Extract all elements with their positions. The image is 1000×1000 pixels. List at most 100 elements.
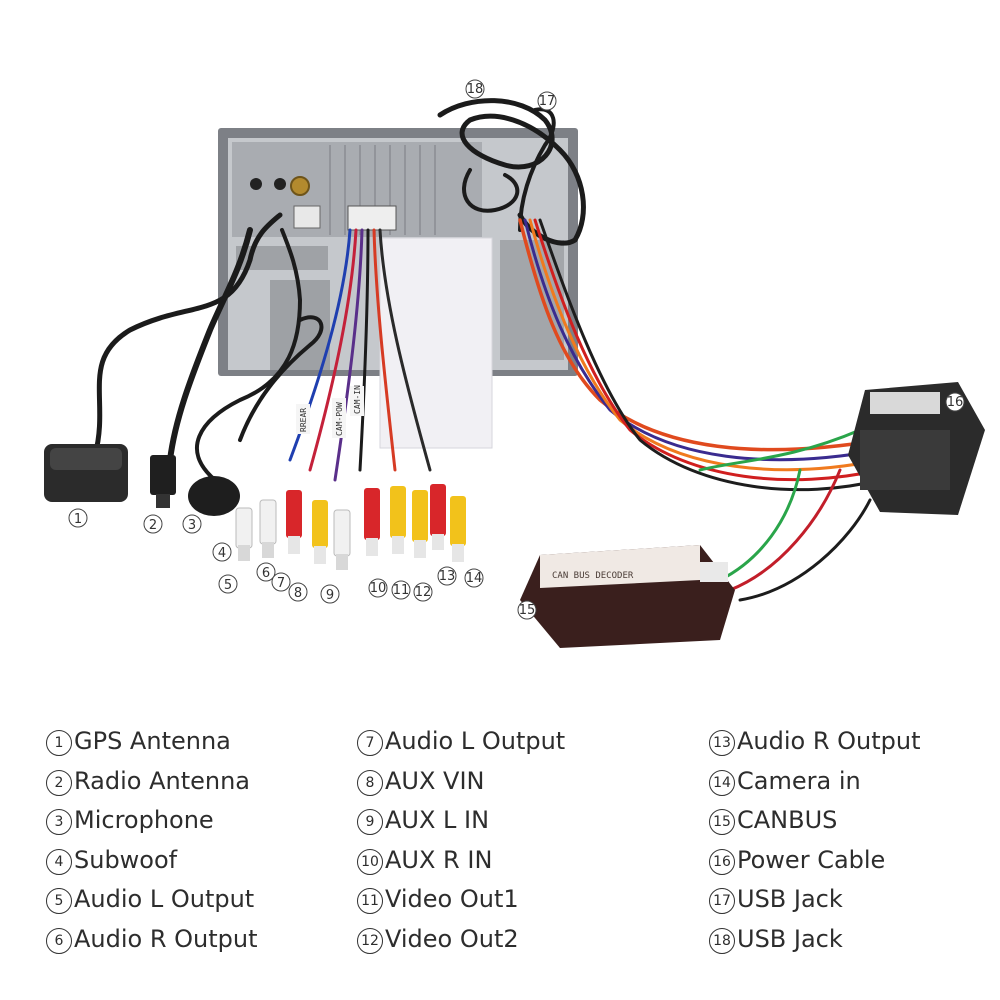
legend-label: Power Cable bbox=[737, 845, 886, 874]
rca-white-2 bbox=[259, 499, 277, 558]
svg-text:16: 16 bbox=[947, 395, 964, 410]
svg-text:9: 9 bbox=[326, 588, 334, 603]
canbus-box-label: CAN BUS DECODER bbox=[552, 571, 634, 581]
legend-number: 14 bbox=[709, 769, 735, 796]
svg-text:15: 15 bbox=[519, 603, 536, 618]
legend-label: USB Jack bbox=[737, 924, 843, 953]
callout-13: 13 bbox=[437, 566, 457, 586]
legend-number: 2 bbox=[46, 769, 72, 796]
legend-label: Video Out2 bbox=[385, 924, 519, 953]
legend-label: CANBUS bbox=[737, 806, 838, 835]
callout-14: 14 bbox=[464, 568, 484, 588]
wiring-harness-photo: CAN BUS DECODER 1 2 3 4 5 6 7 8 9 10 11 … bbox=[44, 79, 985, 648]
rca-white-1 bbox=[235, 507, 253, 561]
legend-number: 12 bbox=[357, 927, 383, 954]
callout-5: 5 bbox=[218, 574, 238, 594]
callout-18: 18 bbox=[465, 79, 485, 99]
callout-11: 11 bbox=[391, 580, 411, 600]
rca-yellow-1 bbox=[312, 500, 328, 564]
legend-label: GPS Antenna bbox=[74, 727, 231, 755]
rca-yellow-2 bbox=[390, 486, 406, 554]
rca-red-1 bbox=[286, 490, 302, 554]
legend-label: Microphone bbox=[74, 806, 214, 835]
legend-label: Subwoof bbox=[74, 845, 178, 874]
svg-text:8: 8 bbox=[294, 586, 302, 601]
svg-text:11: 11 bbox=[393, 583, 410, 598]
rca-red-3 bbox=[430, 484, 446, 550]
legend-number: 4 bbox=[46, 848, 72, 875]
legend-label: AUX R IN bbox=[385, 845, 493, 874]
svg-text:2: 2 bbox=[149, 518, 157, 533]
legend-label: Video Out1 bbox=[385, 885, 519, 914]
svg-text:7: 7 bbox=[277, 576, 285, 591]
black-cables bbox=[92, 98, 586, 482]
callout-2: 2 bbox=[143, 514, 163, 534]
legend-number: 13 bbox=[709, 730, 735, 756]
legend-number: 17 bbox=[709, 888, 735, 915]
power-connector bbox=[848, 382, 985, 515]
callout-4: 4 bbox=[212, 542, 232, 562]
callout-6: 6 bbox=[256, 562, 276, 582]
legend-label: Radio Antenna bbox=[74, 766, 251, 795]
callout-1: 1 bbox=[68, 508, 88, 528]
svg-text:13: 13 bbox=[439, 569, 456, 584]
legend-number: 16 bbox=[709, 848, 735, 875]
legend-number: 6 bbox=[46, 927, 72, 954]
svg-text:10: 10 bbox=[370, 581, 387, 596]
legend-number: 5 bbox=[46, 888, 72, 915]
callouts: 1 2 3 4 5 6 7 8 9 10 11 12 13 14 15 16 1… bbox=[68, 79, 965, 620]
microphone bbox=[188, 476, 240, 516]
callout-15: 15 bbox=[517, 600, 537, 620]
rca-white-3 bbox=[333, 509, 351, 570]
radio-antenna-plug bbox=[150, 455, 176, 508]
legend-label: Audio L Output bbox=[74, 885, 255, 914]
legend-number: 3 bbox=[46, 809, 72, 836]
callout-3: 3 bbox=[182, 514, 202, 534]
svg-text:1: 1 bbox=[74, 512, 82, 527]
legend-number: 1 bbox=[46, 730, 72, 756]
legend-number: 9 bbox=[357, 809, 383, 836]
svg-text:3: 3 bbox=[188, 518, 196, 533]
svg-text:5: 5 bbox=[224, 578, 232, 593]
rca-red-2 bbox=[364, 488, 380, 556]
svg-text:6: 6 bbox=[262, 566, 270, 581]
wire-tags: RREAR CAM-POW CAM-IN bbox=[296, 385, 364, 438]
svg-text:4: 4 bbox=[218, 546, 226, 561]
rca-yellow-3 bbox=[412, 490, 428, 558]
callout-7: 7 bbox=[271, 572, 291, 592]
callout-10: 10 bbox=[368, 578, 388, 598]
callout-9: 9 bbox=[320, 584, 340, 604]
legend-number: 11 bbox=[357, 888, 383, 915]
rca-connectors bbox=[235, 484, 466, 570]
callout-12: 12 bbox=[413, 582, 433, 602]
legend-label: AUX VIN bbox=[385, 766, 485, 795]
legend-number: 15 bbox=[709, 809, 735, 836]
callout-17: 17 bbox=[537, 91, 557, 111]
rca-yellow-4 bbox=[450, 496, 466, 562]
wire-tag-c: CAM-IN bbox=[353, 385, 362, 414]
legend-number: 8 bbox=[357, 769, 383, 796]
legend-number: 10 bbox=[357, 848, 383, 875]
legend-label: Audio R Output bbox=[737, 727, 921, 755]
legend-label: Audio R Output bbox=[74, 924, 258, 953]
wire-tag-b: CAM-POW bbox=[335, 402, 344, 436]
